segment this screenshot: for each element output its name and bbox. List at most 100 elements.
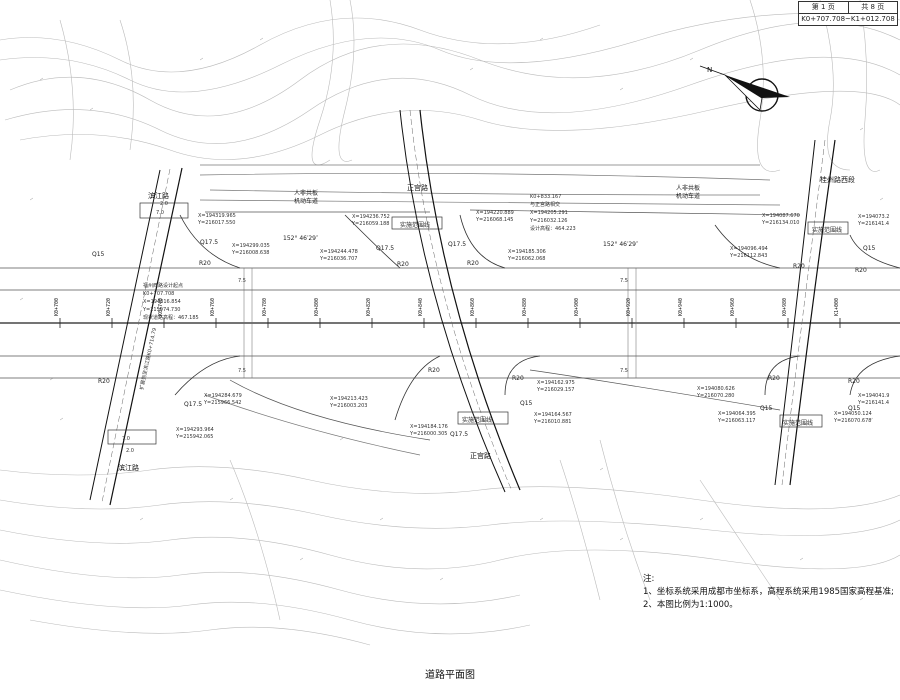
coord-x: X=194184.176 [410,424,448,430]
coord-y: Y=216068.145 [475,217,513,223]
coord-y: Y=216070.280 [696,393,734,399]
coord-x: X=194162.975 [537,380,575,386]
width-label: 7.5 [238,368,246,374]
station-label: K0+760 [210,298,216,316]
stop-line-label: 实施范围线 [783,419,813,427]
coord-x: X=194164.567 [534,412,572,418]
coord-y: Y=216010.881 [533,419,571,425]
stop-line-label: 实施范围线 [462,416,492,424]
notes-heading: 注: [643,574,655,584]
intersection-point-block: K0+833.167 与正宫路相交 X=194205.291 Y=216032.… [529,194,576,232]
coord-x: X=194244.478 [320,249,358,255]
title-block-range: K0+707.708~K1+012.708 [799,14,897,25]
station-label: K0+780 [262,298,268,316]
radius-label: R20 [199,260,211,267]
curve-label: Q17.5 [450,431,468,438]
angle-label: 152° 46′29″ [603,241,639,248]
lane-label-right-line2: 机动车道 [676,192,700,200]
design-start-line: 现状道路高程：467.185 [143,314,199,321]
station-label: K0+940 [678,298,684,316]
coord-y: Y=215942.065 [175,434,213,440]
coord-x: X=194064.395 [718,411,756,417]
survey-points [19,37,884,601]
coord-x: X=194096.494 [730,246,768,252]
radius-label: R20 [467,260,479,267]
radius-label: R20 [397,261,409,268]
page-total: 共 8 页 [847,2,898,13]
angle-label: 152° 46′29″ [283,235,319,242]
curve-label: Q17.5 [448,241,466,248]
stop-line-label: 实施范围线 [812,226,842,234]
curve-label: Q15 [848,405,861,412]
intersection-line: K0+833.167 [530,194,561,200]
station-label: K0+960 [730,298,736,316]
design-start-line: K0+707.708 [143,291,174,297]
station-label: K0+740 [158,298,164,316]
width-label: 2.0 [160,201,168,207]
station-label: K0+900 [574,298,580,316]
coord-y: Y=216029.157 [536,387,574,393]
coord-x: X=194319.965 [198,213,236,219]
station-label: K0+840 [418,298,424,316]
radius-label: R20 [793,263,805,270]
stop-line-label: 实施范围线 [400,221,430,229]
station-label: K0+920 [626,298,632,316]
page-number: 第 1 页 [811,3,835,11]
radius-label: R20 [428,367,440,374]
road-name-mid-bottom: 正宫路 [470,451,491,460]
road-name-left-top: 滨江路 [148,191,169,200]
coord-y: Y=216036.707 [319,256,357,262]
coord-y: Y=216063.117 [717,418,755,424]
curve-label: Q15 [520,400,533,407]
curve-label: Q17.5 [200,239,218,246]
radius-label: R20 [848,378,860,385]
width-label: 7.5 [620,368,628,374]
curve-label: Q15 [92,251,105,258]
coord-y: Y=216062.068 [507,256,545,262]
coord-x: X=194087.670 [762,213,800,219]
coord-x: X=194041.9 [858,393,889,399]
road-name-left-bottom: 滨江路 [118,463,139,472]
drawing-caption: 道路平面图 [425,670,475,681]
main-road [0,164,900,456]
coord-y: Y=216059.188 [351,221,389,227]
coord-y: Y=216000.305 [409,431,447,437]
station-label: K0+700 [54,298,60,316]
radius-label: R20 [768,375,780,382]
station-label: K0+860 [470,298,476,316]
stop-line-boxes [107,202,849,445]
width-label: 7.0 [156,210,164,216]
intersection-line: Y=216032.126 [529,218,567,224]
station-range: K0+707.708~K1+012.708 [801,15,895,23]
coord-x: X=194080.626 [697,386,735,392]
coord-x: X=194213.423 [330,396,368,402]
title-block-pages: 第 1 页 共 8 页 [799,2,897,14]
radius-label: R20 [855,267,867,274]
lane-label-right: 人非共板 机动车道 [676,184,702,200]
design-start-line: X=194316.854 [143,299,181,305]
coord-y: Y=216003.203 [329,403,367,409]
curve-label: Q17.5 [376,245,394,252]
width-label: 2.0 [126,448,134,454]
dimension-marks [243,268,637,378]
road-name-right-top: 桂州路西段 [820,175,855,184]
curb-returns [174,214,900,421]
coord-y: Y=216070.678 [833,418,871,424]
coord-x: X=194284.679 [204,393,242,399]
coord-x: X=194299.035 [232,243,270,249]
coord-y: Y=216008.638 [231,250,269,256]
station-label: K0+880 [522,298,528,316]
coord-x: X=194185.306 [508,249,546,255]
design-start-block: 福州西路设计起点 K0+707.708 X=194316.854 Y=21597… [142,282,199,321]
road-plan-drawing: N 滨江路 滨江路 正宫路 正宫路 桂州路西段 人非共板 机动车道 人非共板 机… [0,0,900,646]
north-arrow-icon: N [699,65,790,112]
north-arrow-label: N [707,66,712,74]
radius-label: R20 [98,378,110,385]
coord-y: Y=216017.550 [197,220,235,226]
curve-label: Q15 [863,245,876,252]
width-label: 7.0 [122,436,130,442]
lane-label-left-line1: 人非共板 [294,189,318,197]
coord-y: Y=216134.010 [761,220,799,226]
coord-x: X=194073.2 [858,214,889,220]
